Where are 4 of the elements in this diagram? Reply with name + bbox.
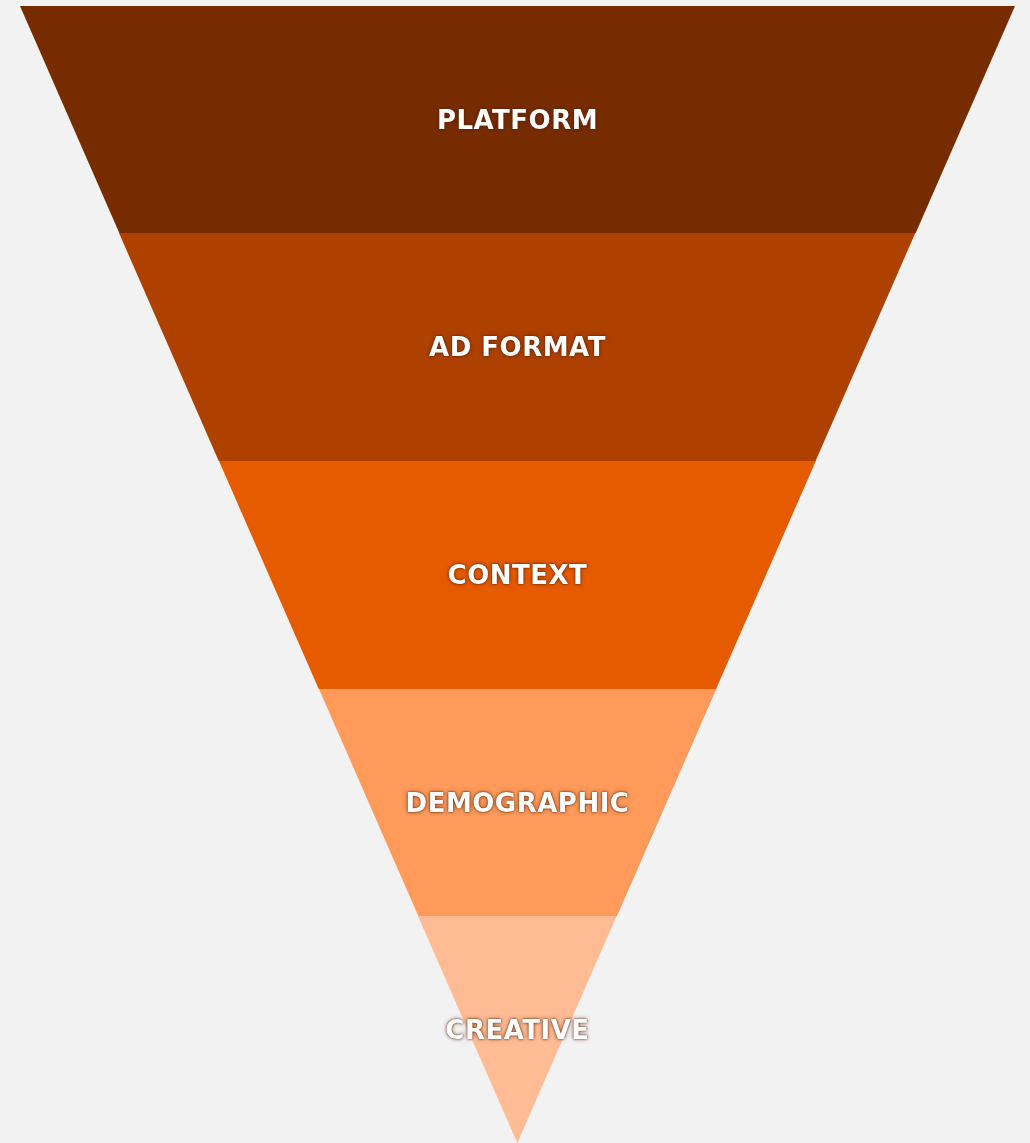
band-label: CONTEXT — [447, 560, 588, 590]
band-label: PLATFORM — [436, 104, 599, 135]
band-label: AD FORMAT — [429, 332, 606, 362]
band-label: DEMOGRAPHIC — [405, 787, 630, 818]
